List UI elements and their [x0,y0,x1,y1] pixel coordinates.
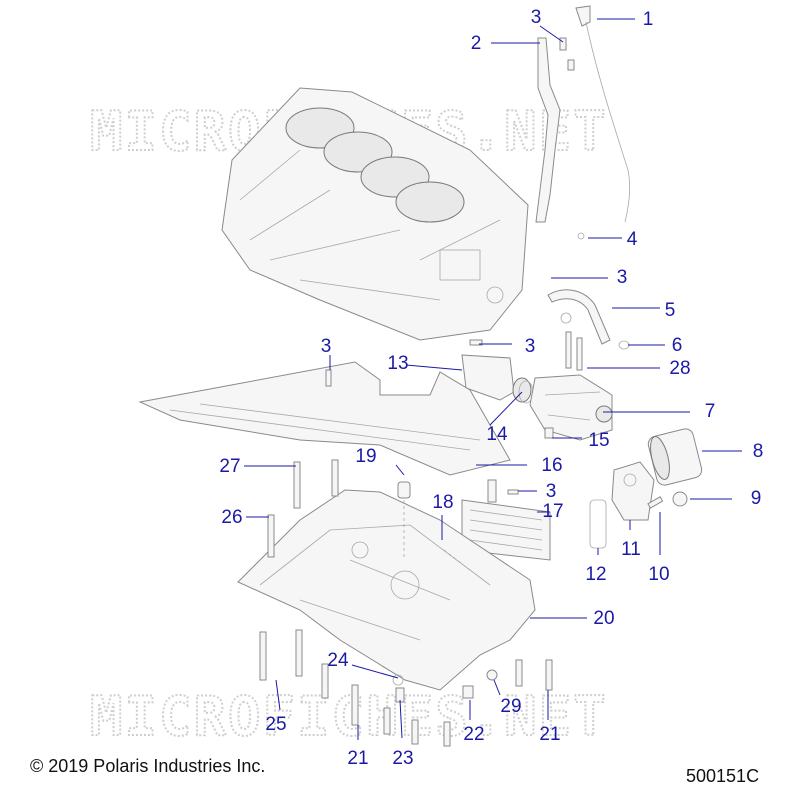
filter-adapter [611,461,655,521]
plug-29 [486,669,498,681]
oil-pan [237,489,536,691]
callout-16: 16 [541,455,562,476]
drain-plug-19 [397,481,411,499]
bolt-3-top-b [567,59,575,71]
callout-28: 28 [669,358,690,379]
callout-10: 10 [648,564,669,585]
bolt-27 [293,459,339,509]
callout-3a: 3 [531,7,542,28]
gasket-12 [589,499,607,549]
callout-5: 5 [665,300,676,321]
bolt-3-top [559,37,567,51]
oil-filter [647,428,703,486]
callout-labels: 1 2 3 3 3 3 3 4 5 6 7 8 9 10 11 12 13 14… [219,7,763,769]
copyright-notice: © 2019 Polaris Industries Inc. [30,756,266,776]
callout-23: 23 [392,748,413,769]
breather-hose [547,289,611,345]
callout-14: 14 [486,424,508,445]
watermark-bottom: MICROFICHES.NET [90,685,608,748]
bolt-21 [351,659,553,747]
callout-1: 1 [643,9,654,30]
water-pump [529,374,613,441]
callout-3c: 3 [525,336,536,357]
callout-22: 22 [463,724,484,745]
stud-28 [565,331,583,371]
callout-leaders [244,18,742,740]
callout-12: 12 [585,564,606,585]
drain-plug-23 [395,687,405,703]
callout-3e: 3 [546,481,557,502]
baffle-plate [138,361,511,476]
callout-8: 8 [753,441,764,462]
bolt-26 [267,514,275,558]
callout-9: 9 [751,488,762,509]
callout-13: 13 [387,353,408,374]
oil-pressure-sensor [672,491,688,507]
plug-22 [462,685,474,699]
bolt-3-cooler [507,489,519,495]
callout-27: 27 [219,456,240,477]
engine-block [221,87,529,341]
thermostat-housing [461,354,532,403]
diagram-id: 500151C [686,766,760,786]
callout-18: 18 [432,492,453,513]
oil-cooler [461,479,551,561]
callout-17: 17 [542,501,563,522]
dipstick-tube [535,37,561,223]
bolt-10 [647,496,664,509]
callout-19: 19 [355,446,376,467]
callout-26: 26 [221,507,242,528]
washer-24 [392,674,404,686]
callout-3b: 3 [617,267,628,288]
callout-20: 20 [593,608,614,629]
bolt-15 [544,427,554,439]
callout-15: 15 [588,430,609,451]
callout-24: 24 [327,650,349,671]
o-ring-4 [577,232,585,240]
callout-21a: 21 [347,748,368,769]
callout-2: 2 [471,33,482,54]
callout-29: 29 [500,696,521,717]
bolt-3-mid [469,339,483,346]
callout-11: 11 [621,539,641,560]
callout-25: 25 [265,714,286,735]
bolt-25 [259,629,329,699]
bolt-3-left [325,369,332,387]
o-ring-6 [618,340,630,350]
callout-21b: 21 [539,724,560,745]
callout-7: 7 [705,401,716,422]
callout-6: 6 [672,335,683,356]
callout-3d: 3 [321,336,332,357]
dipstick [575,5,631,223]
callout-4: 4 [627,229,638,250]
